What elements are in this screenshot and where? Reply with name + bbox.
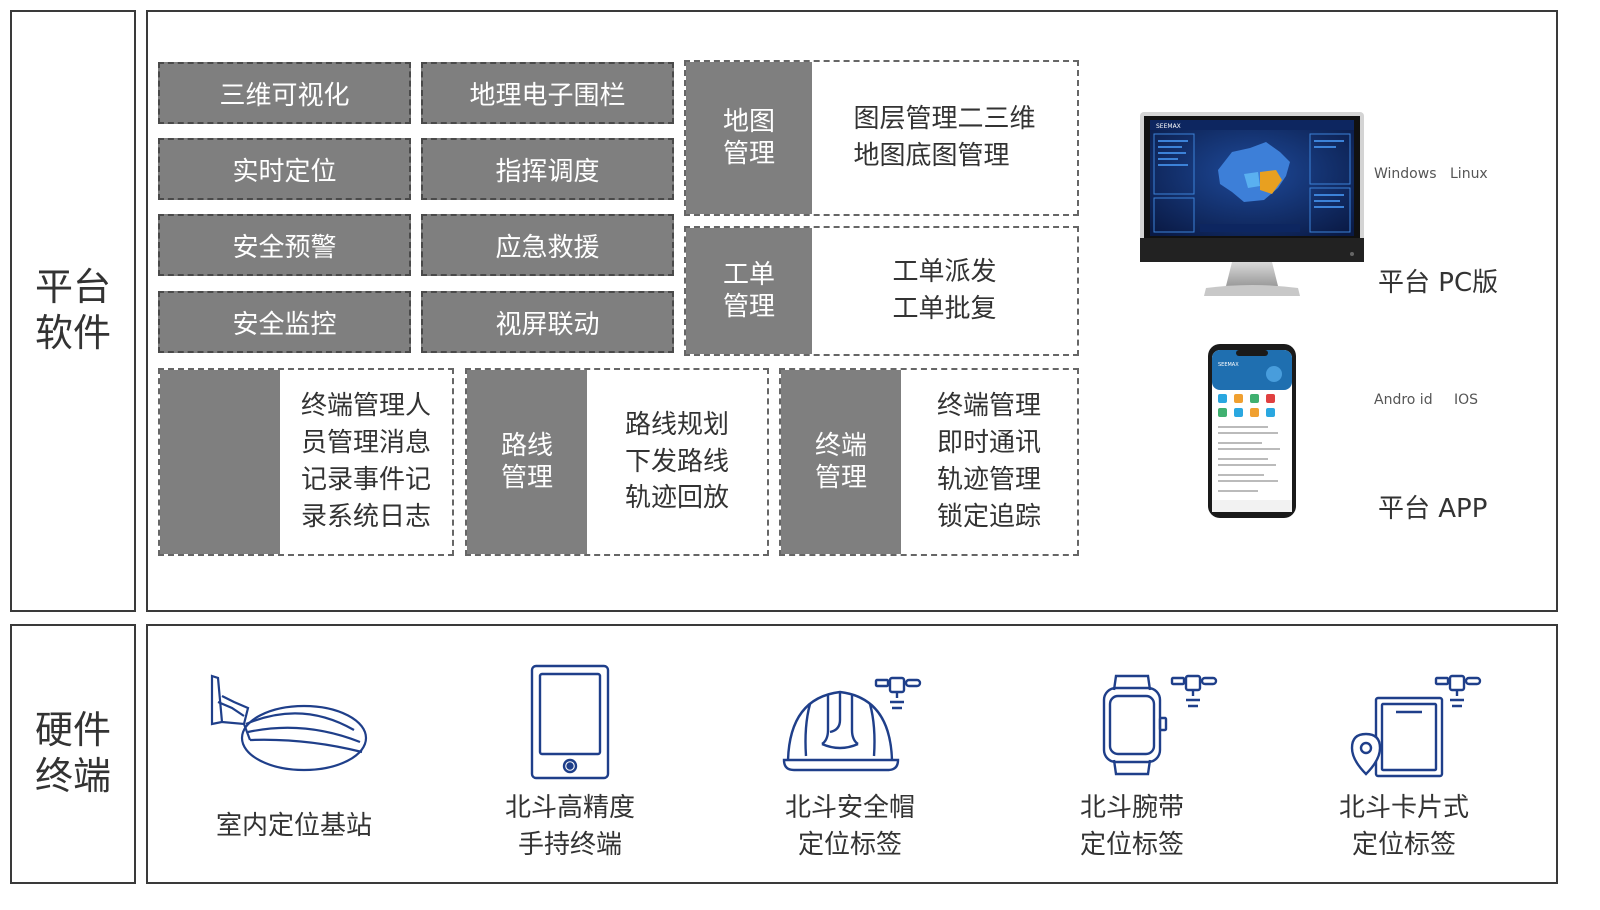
feature-emergency-rescue: 应急救援	[421, 214, 674, 276]
feature-realtime-location: 实时定位	[158, 138, 411, 200]
terminal-management-title: 终端 管理	[781, 370, 901, 554]
route-management-items: 路线规划 下发路线 轨迹回放	[624, 409, 729, 514]
route-management-box: 路线 管理 路线规划 下发路线 轨迹回放	[465, 368, 769, 556]
hardware-label-text: 硬件 终端	[34, 708, 111, 798]
handheld-terminal-icon	[530, 664, 610, 780]
software-label-text: 平台 软件	[34, 265, 111, 355]
software-section-label: 平台 软件	[10, 10, 136, 612]
map-management-items: 图层管理二三维 地图底图管理	[853, 104, 1036, 171]
hardware-label-handheld: 北斗高精度 手持终端	[504, 793, 635, 860]
pc-os-linux: Linux	[1450, 166, 1488, 182]
hardware-section-label: 硬件 终端	[10, 624, 136, 884]
app-os-ios: IOS	[1454, 392, 1479, 408]
card-tag-icon	[1350, 674, 1482, 778]
app-screen-brand: SEEMAX	[1218, 362, 1239, 368]
pc-screen-brand: SEEMAX	[1156, 123, 1181, 130]
pc-os-windows: Windows	[1374, 166, 1437, 182]
terminal-management-box: 终端 管理 终端管理 即时通讯 轨迹管理 锁定追踪	[779, 368, 1079, 556]
platform-pc-label: 平台 PC版	[1378, 268, 1499, 298]
mobile-phone-icon: SEEMAX	[1208, 344, 1296, 518]
smartwatch-icon	[1102, 674, 1218, 776]
order-management-items: 工单派发 工单批复	[892, 257, 997, 324]
map-management-title: 地图 管理	[686, 62, 812, 214]
safety-helmet-icon	[782, 676, 922, 772]
platform-app-label: 平台 APP	[1378, 494, 1488, 524]
terminal-management-items: 终端管理 即时通讯 轨迹管理 锁定追踪	[936, 391, 1041, 532]
order-management-box: 工单 管理 工单派发 工单批复	[684, 226, 1079, 356]
terminal-log-items: 终端管理人 员管理消息 记录事件记 录系统日志	[300, 391, 431, 532]
app-os-android: Andro id	[1374, 392, 1433, 408]
terminal-log-box: 终端管理人 员管理消息 记录事件记 录系统日志	[158, 368, 454, 556]
hardware-label-card: 北斗卡片式 定位标签	[1338, 793, 1469, 860]
order-management-title: 工单 管理	[686, 228, 812, 354]
feature-video-linkage: 视屏联动	[421, 291, 674, 353]
hardware-section-panel	[146, 624, 1558, 884]
hardware-label-helmet: 北斗安全帽 定位标签	[784, 793, 915, 860]
terminal-log-title	[160, 370, 280, 554]
map-management-box: 地图 管理 图层管理二三维 地图底图管理	[684, 60, 1079, 216]
feature-command-dispatch: 指挥调度	[421, 138, 674, 200]
software-section-panel	[146, 10, 1558, 612]
route-management-title: 路线 管理	[467, 370, 587, 554]
hardware-label-wristband: 北斗腕带 定位标签	[1079, 793, 1184, 860]
indoor-base-station-icon	[210, 674, 368, 772]
hardware-label-base-station: 室内定位基站	[215, 811, 372, 841]
feature-geo-fence: 地理电子围栏	[421, 62, 674, 124]
pc-monitor-icon: SEEMAX	[1140, 112, 1364, 296]
feature-safety-warning: 安全预警	[158, 214, 411, 276]
feature-safety-monitor: 安全监控	[158, 291, 411, 353]
feature-3d-visualization: 三维可视化	[158, 62, 411, 124]
